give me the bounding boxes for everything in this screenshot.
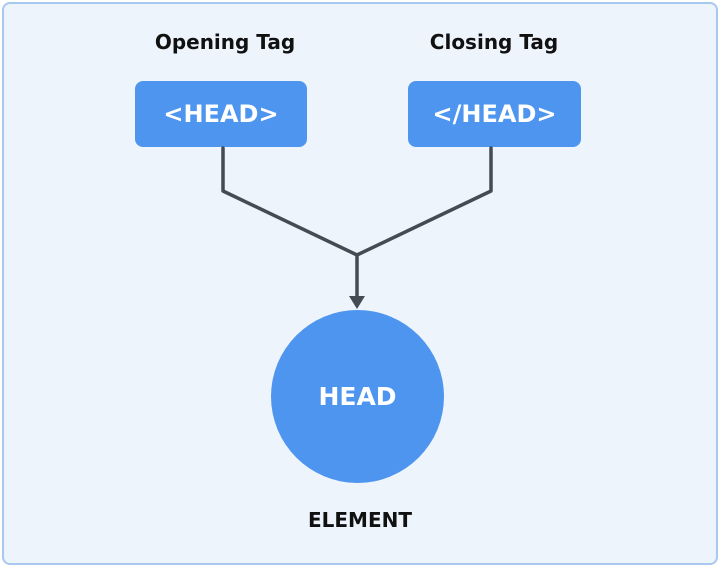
closing-tag-box: </HEAD>: [408, 81, 581, 147]
closing-tag-heading: Closing Tag: [429, 30, 559, 54]
arrowhead-icon: [349, 296, 365, 309]
opening-connector-line: [221, 146, 359, 257]
opening-tag-heading: Opening Tag: [154, 30, 296, 54]
opening-tag-box: <HEAD>: [135, 81, 307, 147]
closing-connector-line: [355, 146, 493, 257]
element-node: HEAD: [271, 310, 444, 483]
opening-tag-label: <HEAD>: [163, 100, 279, 128]
element-label: HEAD: [318, 382, 397, 411]
element-caption: ELEMENT: [307, 508, 412, 532]
closing-tag-label: </HEAD>: [432, 100, 557, 128]
